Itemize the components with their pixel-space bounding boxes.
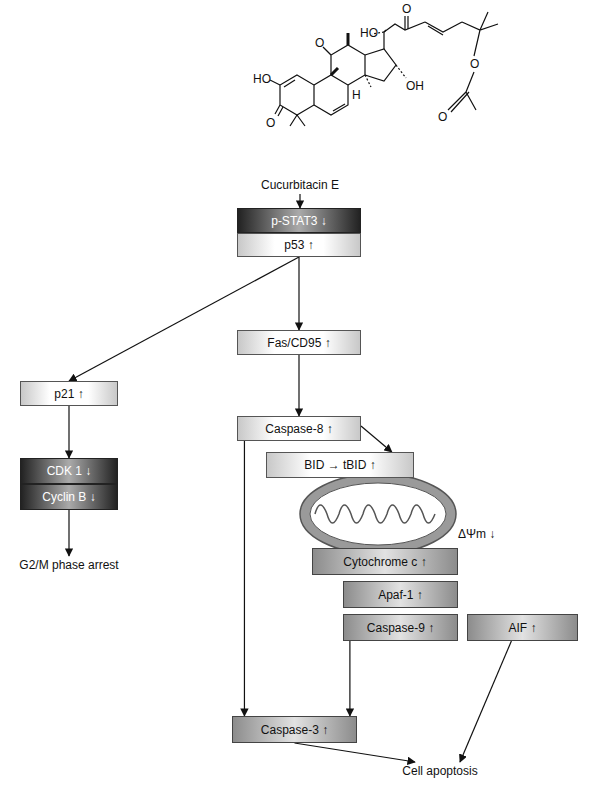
protein-box: BID → tBID ↑ [266, 452, 414, 478]
pathway-arrow [68, 406, 69, 458]
protein-box: Cytochrome c ↑ [312, 548, 458, 575]
atom-label: O [266, 116, 275, 130]
atom-label: H [352, 88, 361, 102]
protein-box: Fas/CD95 ↑ [237, 330, 361, 355]
pathway-arrow [68, 510, 69, 556]
protein-box: p-STAT3 ↓ [237, 208, 361, 233]
pathway-arrow [298, 257, 299, 330]
protein-box: Caspase-9 ↑ [343, 614, 458, 641]
protein-box: p53 ↑ [237, 233, 361, 257]
pathway-arrow [298, 355, 299, 416]
node-text: AIF ↑ [508, 621, 536, 635]
pathway-arrow [69, 257, 299, 381]
atom-label: HO [253, 72, 271, 86]
atom-label: OH [406, 79, 424, 93]
pathway-arrow [361, 426, 392, 452]
node-text: p53 ↑ [284, 238, 313, 252]
node-text: G2/M phase arrest [19, 558, 118, 572]
atom-label: O [470, 57, 479, 71]
node-text: Caspase-8 ↑ [265, 422, 332, 436]
node-text: p-STAT3 ↓ [271, 214, 327, 228]
compound-name: Cucurbitacin E [235, 176, 365, 194]
protein-box: CDK 1 ↓ [20, 458, 118, 484]
membrane-potential-label: ΔΨm ↓ [458, 527, 495, 541]
protein-box: Caspase-3 ↑ [232, 716, 357, 743]
mitochondrion [300, 474, 456, 554]
node-text: BID → tBID ↑ [304, 458, 375, 472]
node-text: Cucurbitacin E [261, 178, 339, 192]
node-text: Cytochrome c ↑ [343, 555, 426, 569]
node-text: Fas/CD95 ↑ [267, 336, 330, 350]
node-text: Caspase-9 ↑ [367, 621, 434, 635]
outcome-text: Cell apoptosis [390, 762, 490, 780]
protein-box: p21 ↑ [20, 381, 118, 406]
protein-box: AIF ↑ [467, 614, 578, 641]
pathway-arrow [460, 641, 511, 762]
chemical-structure [270, 12, 498, 126]
atom-label: HO [360, 26, 378, 40]
protein-box: Cyclin B ↓ [20, 484, 118, 510]
node-text: CDK 1 ↓ [47, 464, 92, 478]
atom-label: O [438, 110, 447, 124]
atom-label: O [315, 36, 324, 50]
pathway-arrow [244, 441, 245, 716]
node-text: Caspase-3 ↑ [261, 723, 328, 737]
atom-label: O [402, 2, 411, 16]
node-text: Apaf-1 ↑ [378, 588, 423, 602]
pathway-arrow [349, 641, 350, 716]
protein-box: Caspase-8 ↑ [237, 416, 361, 441]
node-text: Cell apoptosis [402, 764, 477, 778]
protein-box: Apaf-1 ↑ [343, 581, 458, 608]
pathway-arrow [295, 743, 416, 762]
pathway-arrow [299, 194, 300, 208]
outcome-text: G2/M phase arrest [13, 556, 125, 574]
node-text: p21 ↑ [54, 387, 83, 401]
node-text: Cyclin B ↓ [42, 490, 95, 504]
